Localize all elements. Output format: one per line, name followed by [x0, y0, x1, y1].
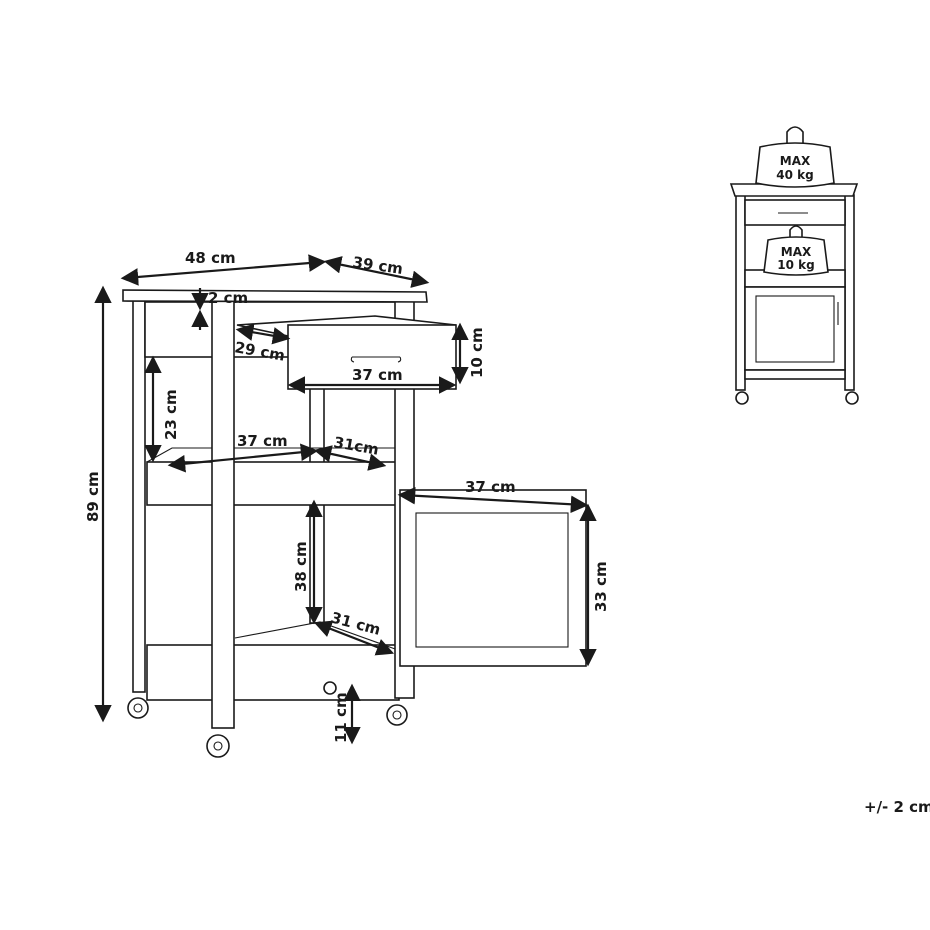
drawer-width-label: 37 cm — [352, 366, 403, 384]
cabinet-height-label: 38 cm — [292, 541, 310, 592]
weight-handle-icon — [789, 225, 803, 238]
caster-wheels — [127, 681, 408, 758]
door — [399, 489, 587, 667]
inset-door — [755, 295, 835, 363]
top-weight-label: 40 kg — [776, 168, 813, 182]
shelf-weight-label: 10 kg — [777, 258, 814, 272]
weight-handle-icon — [786, 126, 804, 145]
width-label: 48 cm — [185, 249, 236, 267]
back-left-leg — [132, 299, 146, 693]
bottom-shelf — [146, 644, 400, 701]
shelf-width-label: 37 cm — [237, 432, 288, 450]
drawer-height-label: 10 cm — [468, 327, 486, 378]
dimension-lines — [94, 254, 597, 745]
cart-drawing — [122, 289, 587, 758]
middle-shelf — [146, 461, 400, 506]
weight-10kg-icon — [763, 236, 829, 276]
shelf-max-label: MAX — [781, 245, 812, 259]
drawer-gap-label: 23 cm — [162, 389, 180, 440]
top-thickness-label: 2 cm — [208, 289, 248, 307]
door-height-label: 33 cm — [592, 561, 610, 612]
top-max-label: MAX — [780, 154, 811, 168]
depth-label: 39 cm — [351, 253, 404, 278]
tolerance-label: +/- 2 cm — [864, 798, 930, 816]
clearance-label: 11 cm — [332, 692, 350, 743]
total-height-label: 89 cm — [84, 471, 102, 522]
load-capacity-inset: MAX 40 kg MAX 10 kg — [729, 126, 859, 405]
door-width-label: 37 cm — [465, 478, 516, 496]
weight-40kg-icon — [755, 142, 835, 188]
drawer-handle — [350, 356, 402, 363]
table-top — [122, 289, 428, 303]
front-left-leg — [211, 299, 235, 729]
